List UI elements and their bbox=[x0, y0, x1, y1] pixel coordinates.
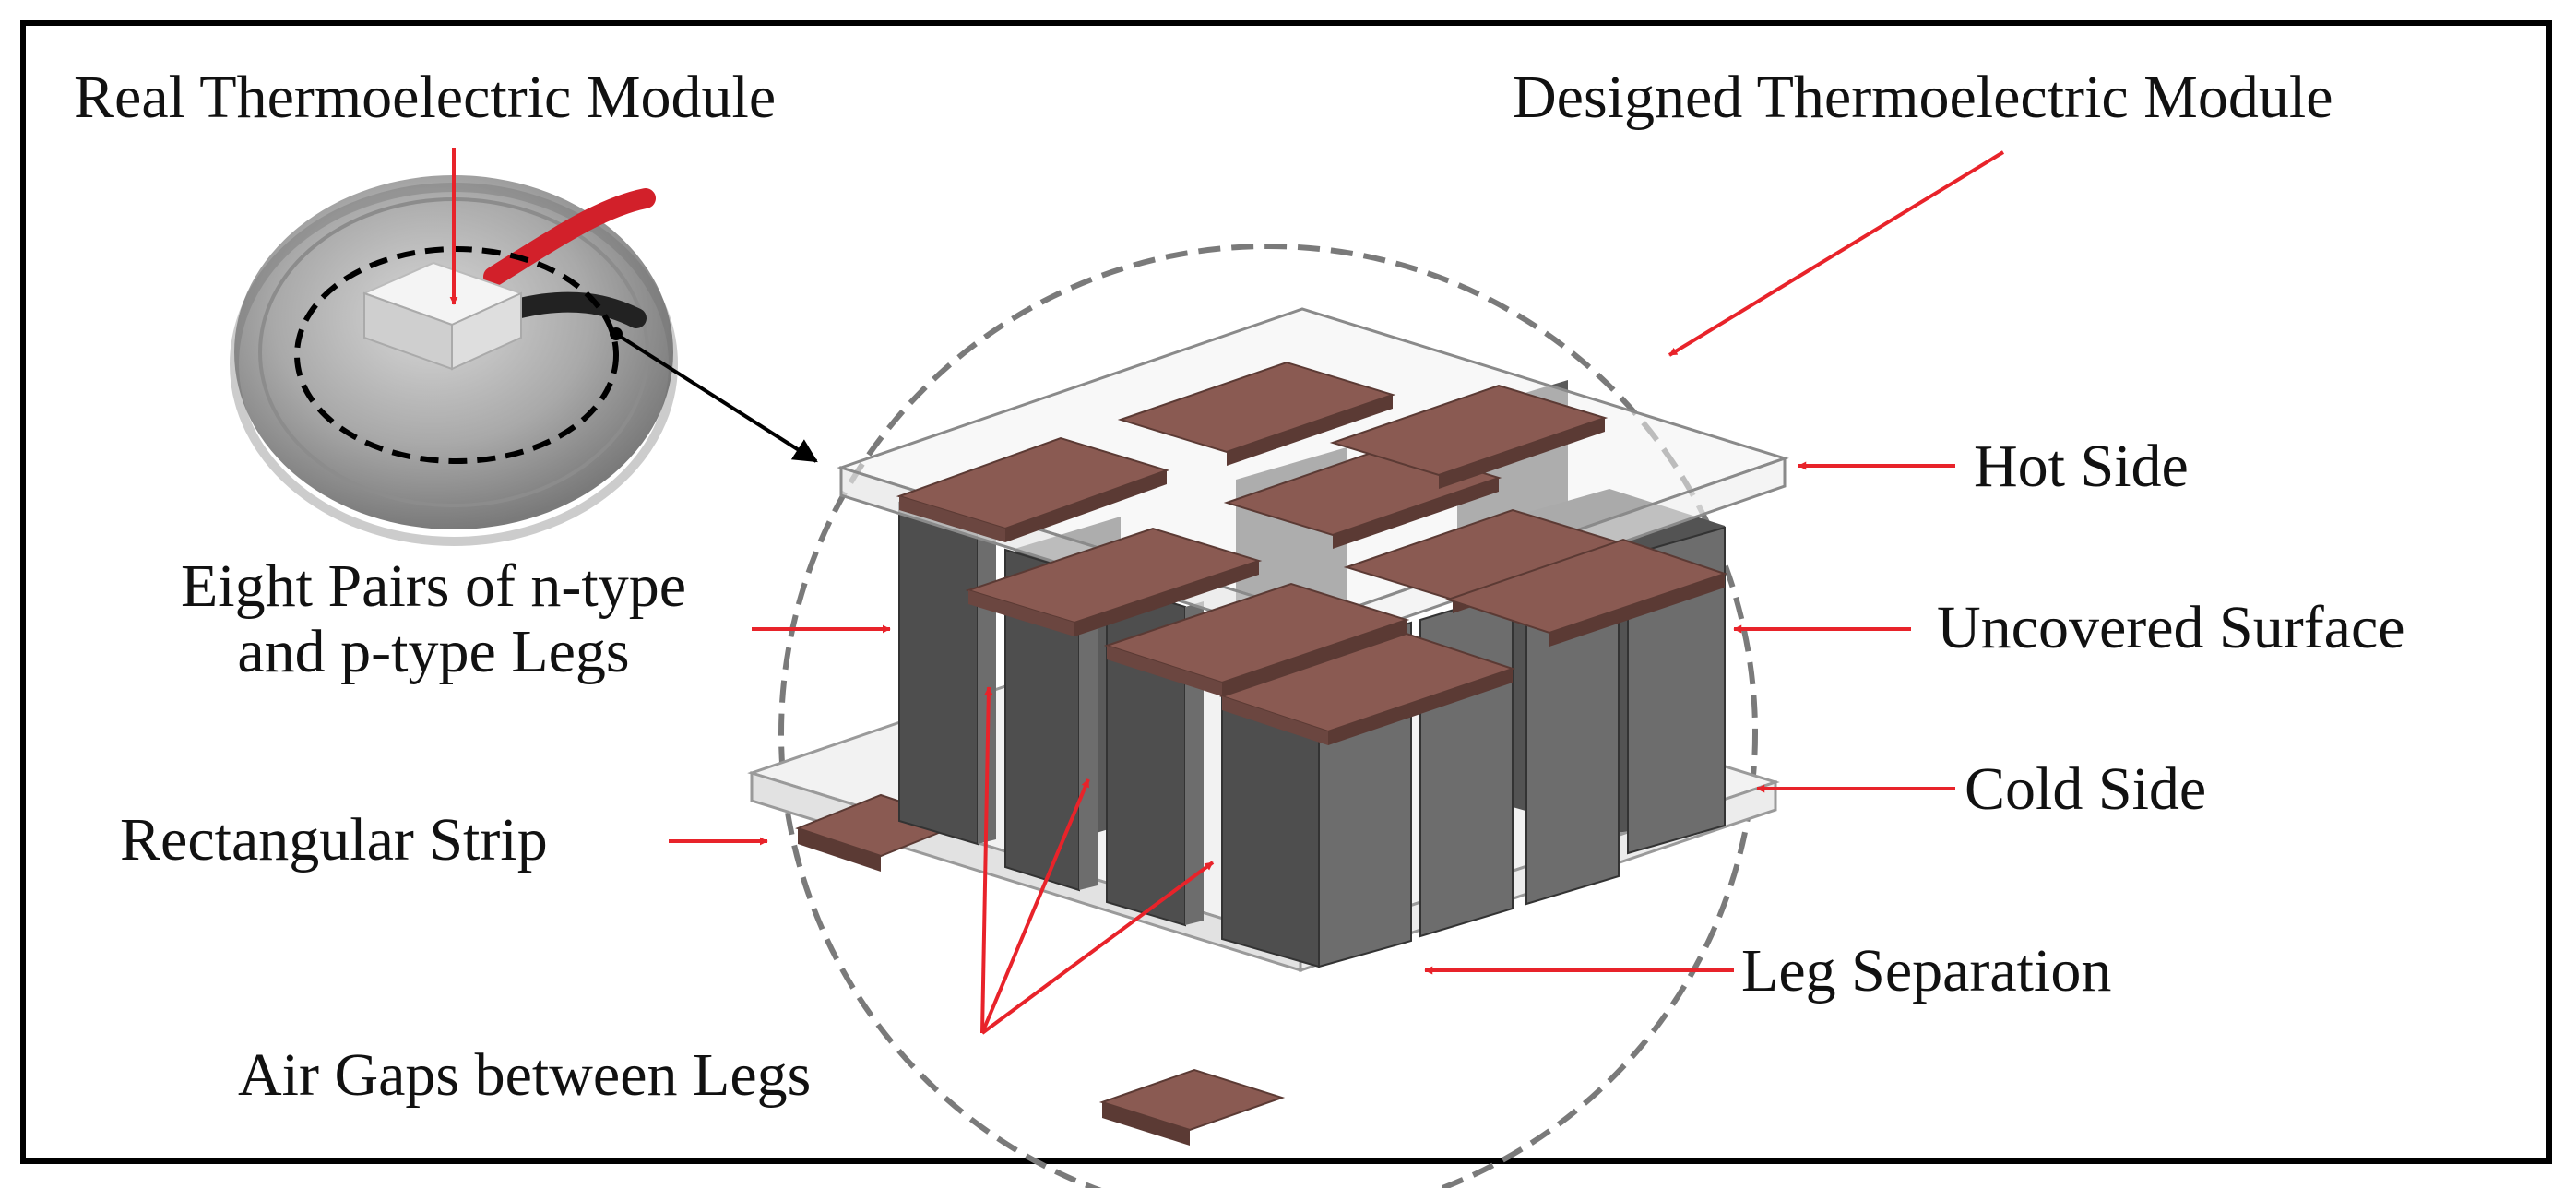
designed-module bbox=[747, 307, 1789, 1146]
rectangular-strip-right bbox=[1098, 1068, 1286, 1132]
label-designed-module: Designed Thermoelectric Module bbox=[1513, 64, 2333, 131]
air-gap-arrow-3 bbox=[980, 861, 1215, 1035]
label-legs-line2: and p-type Legs bbox=[237, 618, 630, 686]
air-gap-arrow-2 bbox=[980, 778, 1090, 1034]
label-leg-separation: Leg Separation bbox=[1741, 937, 2112, 1004]
photo-highlight-ellipse bbox=[294, 246, 619, 464]
photo-to-design-pointer bbox=[614, 332, 818, 463]
designed-module-arrow bbox=[1668, 150, 2005, 357]
annotation-arrows bbox=[669, 150, 2005, 1035]
air-gap-arrow-1 bbox=[980, 686, 993, 1034]
label-air-gaps: Air Gaps between Legs bbox=[238, 1041, 812, 1109]
label-cold-side: Cold Side bbox=[1965, 755, 2207, 823]
copper-interconnects bbox=[896, 361, 1728, 745]
label-real-module: Real Thermoelectric Module bbox=[74, 64, 777, 131]
figure-border bbox=[20, 20, 2552, 1164]
label-uncovered-surface: Uncovered Surface bbox=[1937, 594, 2405, 661]
label-legs: Eight Pairs of n-type and p-type Legs bbox=[120, 553, 747, 685]
label-hot-side: Hot Side bbox=[1974, 433, 2189, 500]
label-rectangular-strip: Rectangular Strip bbox=[120, 806, 548, 873]
black-wire bbox=[506, 291, 647, 328]
red-wire bbox=[483, 188, 656, 287]
label-legs-line1: Eight Pairs of n-type bbox=[180, 552, 687, 620]
design-highlight-circle bbox=[778, 244, 1758, 1188]
